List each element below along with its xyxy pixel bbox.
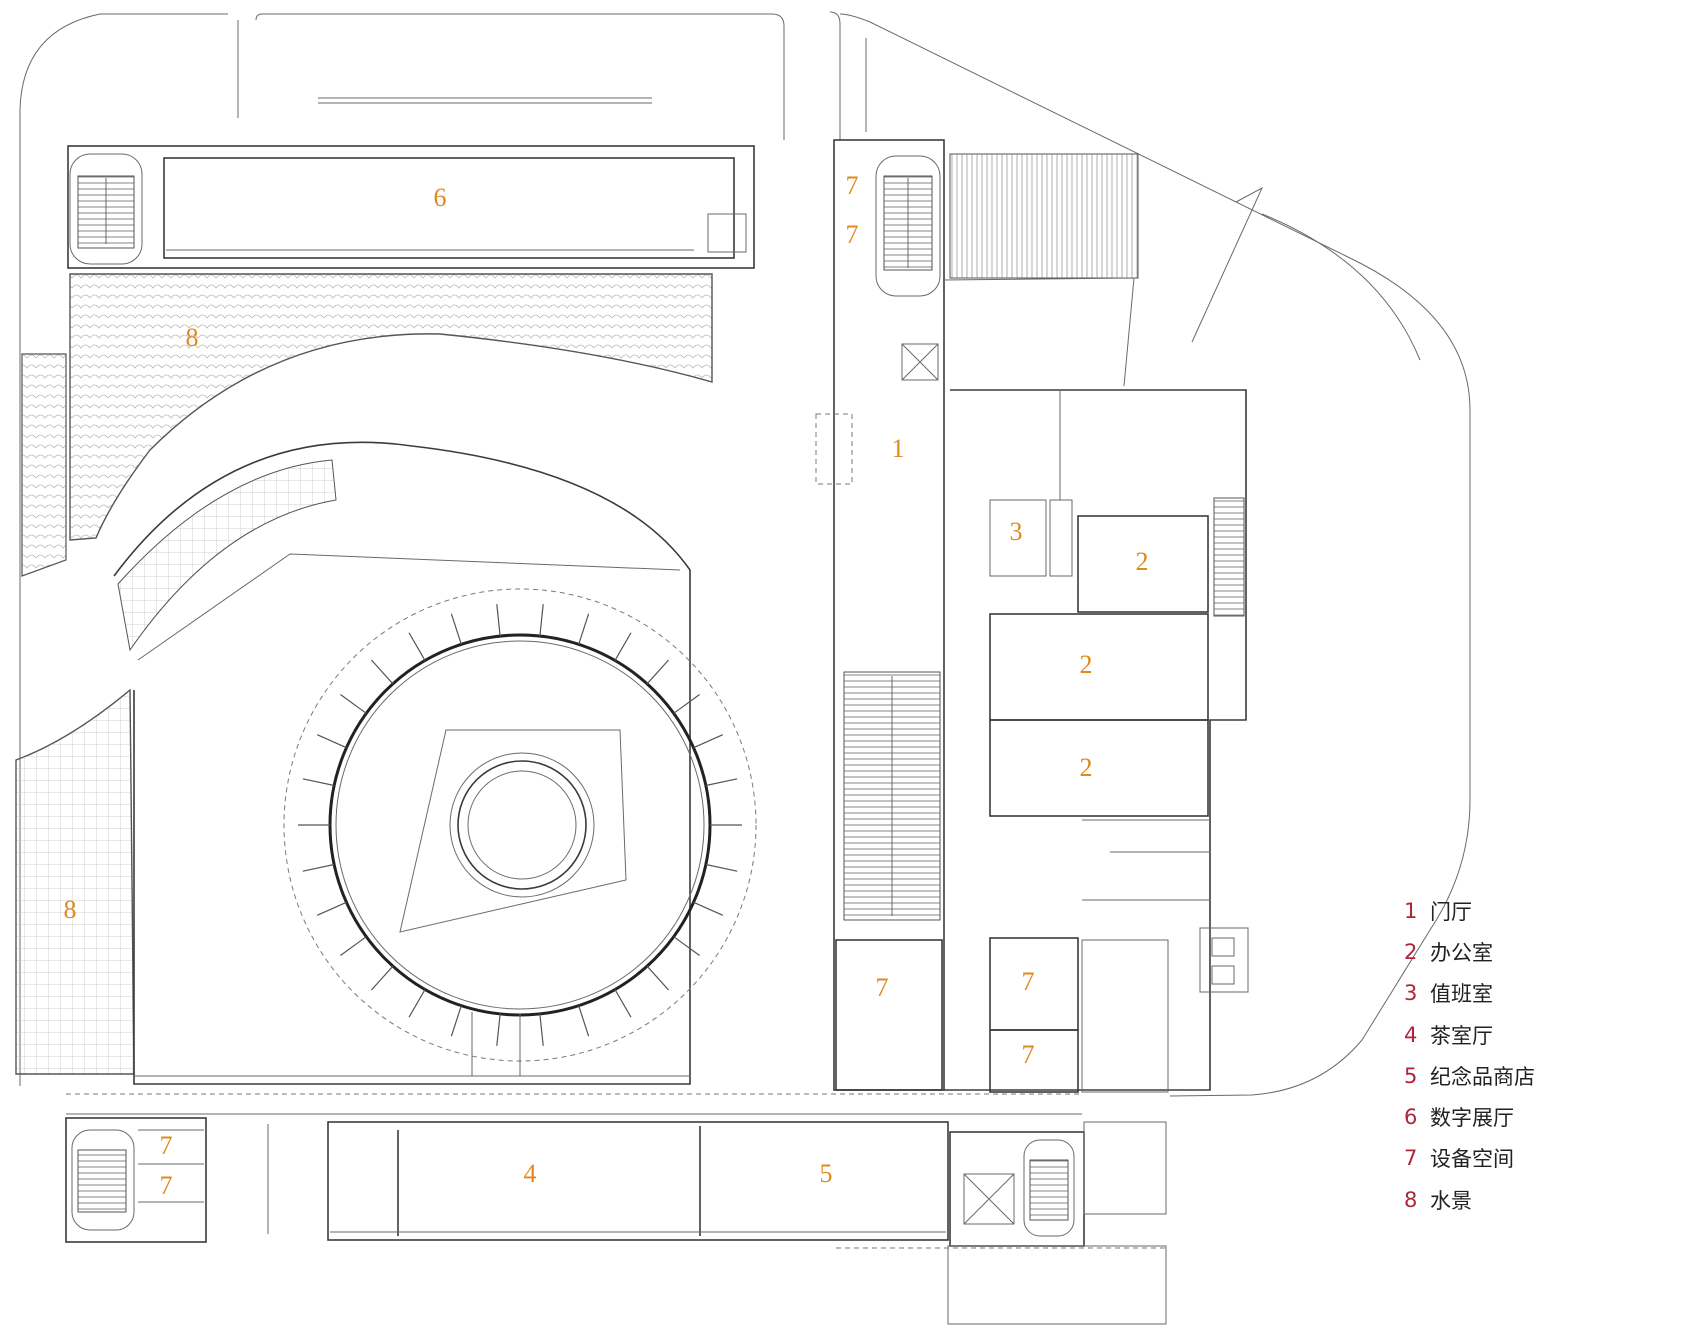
legend: 1 门厅 2 办公室 3 值班室 4 茶室厅 5 纪念品商店 6 数字展厅 7 设备空间 8 水景 xyxy=(1404,890,1664,1220)
legend-item: 6 数字展厅 xyxy=(1404,1096,1664,1137)
room-number: 7 xyxy=(846,220,859,249)
legend-number: 3 xyxy=(1404,981,1418,1006)
ring-spoke xyxy=(646,659,669,685)
ring-spoke xyxy=(646,965,669,991)
legend-label: 水景 xyxy=(1430,1188,1472,1213)
ring-spoke xyxy=(578,613,590,645)
room-number: 5 xyxy=(820,1159,833,1188)
legend-label: 数字展厅 xyxy=(1430,1106,1514,1131)
room-number: 2 xyxy=(1080,753,1093,782)
central-spine xyxy=(815,139,945,1091)
water-feature-left-strip xyxy=(21,353,67,577)
room-number: 7 xyxy=(160,1131,173,1160)
ring-spoke xyxy=(539,604,544,637)
room-number: 7 xyxy=(846,171,859,200)
room-number: 1 xyxy=(892,434,905,463)
ring-spoke xyxy=(693,901,724,916)
legend-number: 1 xyxy=(1404,898,1418,923)
room-number: 6 xyxy=(434,183,447,212)
legend-item: 8 水景 xyxy=(1404,1179,1664,1220)
legend-label: 办公室 xyxy=(1430,940,1493,965)
curved-roof-band xyxy=(113,441,691,1085)
ring-spoke xyxy=(408,632,426,661)
legend-label: 门厅 xyxy=(1430,899,1472,924)
legend-item: 3 值班室 xyxy=(1404,973,1664,1014)
ring-spoke xyxy=(673,694,700,714)
room-number: 2 xyxy=(1136,547,1149,576)
ring-spoke xyxy=(705,778,738,787)
south-building xyxy=(65,1117,1167,1325)
water-feature-grid xyxy=(15,688,135,1075)
legend-number: 5 xyxy=(1404,1063,1418,1088)
ring-spoke xyxy=(408,989,426,1018)
striped-canopy xyxy=(949,153,1139,279)
ring-spoke xyxy=(496,1013,501,1046)
legend-item: 4 茶室厅 xyxy=(1404,1014,1664,1055)
room-number: 8 xyxy=(186,323,199,352)
room-number: 3 xyxy=(1010,517,1023,546)
ring-spoke xyxy=(705,863,738,872)
ring-spoke xyxy=(302,778,335,787)
legend-item: 7 设备空间 xyxy=(1404,1138,1664,1179)
legend-number: 4 xyxy=(1404,1022,1418,1047)
ring-spoke xyxy=(371,659,394,685)
room-number: 8 xyxy=(64,895,77,924)
water-feature-top xyxy=(69,273,713,541)
legend-number: 2 xyxy=(1404,939,1418,964)
ring-spoke xyxy=(316,901,347,916)
legend-item: 2 办公室 xyxy=(1404,931,1664,972)
legend-number: 6 xyxy=(1404,1105,1418,1130)
ring-spoke xyxy=(371,965,394,991)
legend-number: 7 xyxy=(1404,1146,1418,1171)
legend-item: 1 门厅 xyxy=(1404,890,1664,931)
ring-spoke xyxy=(496,604,501,637)
room-number: 7 xyxy=(1022,1040,1035,1069)
legend-number: 8 xyxy=(1404,1187,1418,1212)
office-block xyxy=(944,389,1249,1093)
ring-spoke xyxy=(539,1013,544,1046)
ring-spoke xyxy=(340,936,367,956)
ring-spoke xyxy=(302,863,335,872)
ring-spoke xyxy=(450,1005,462,1037)
ring-spoke xyxy=(340,694,367,714)
room-number: 7 xyxy=(1022,967,1035,996)
circular-pavilion xyxy=(283,588,757,1076)
ring-spoke xyxy=(614,989,632,1018)
legend-label: 设备空间 xyxy=(1430,1147,1514,1172)
site-boundary xyxy=(19,11,1471,1097)
legend-label: 纪念品商店 xyxy=(1430,1064,1535,1089)
legend-label: 茶室厅 xyxy=(1430,1023,1493,1048)
digital-hall-building xyxy=(67,145,755,269)
ring-spoke xyxy=(693,734,724,749)
room-labels: 1 2 2 2 3 4 5 6 7 7 7 7 7 7 7 8 8 xyxy=(64,171,1149,1200)
ring-spoke xyxy=(614,632,632,661)
room-number: 7 xyxy=(160,1171,173,1200)
legend-label: 值班室 xyxy=(1430,982,1493,1007)
room-number: 7 xyxy=(876,973,889,1002)
ring-spoke xyxy=(450,613,462,645)
room-number: 4 xyxy=(524,1159,537,1188)
legend-item: 5 纪念品商店 xyxy=(1404,1055,1664,1096)
ring-spoke xyxy=(578,1005,590,1037)
spine-service-room xyxy=(835,939,943,1091)
room-number: 2 xyxy=(1080,650,1093,679)
ring-spoke xyxy=(316,734,347,749)
ring-spoke xyxy=(673,936,700,956)
